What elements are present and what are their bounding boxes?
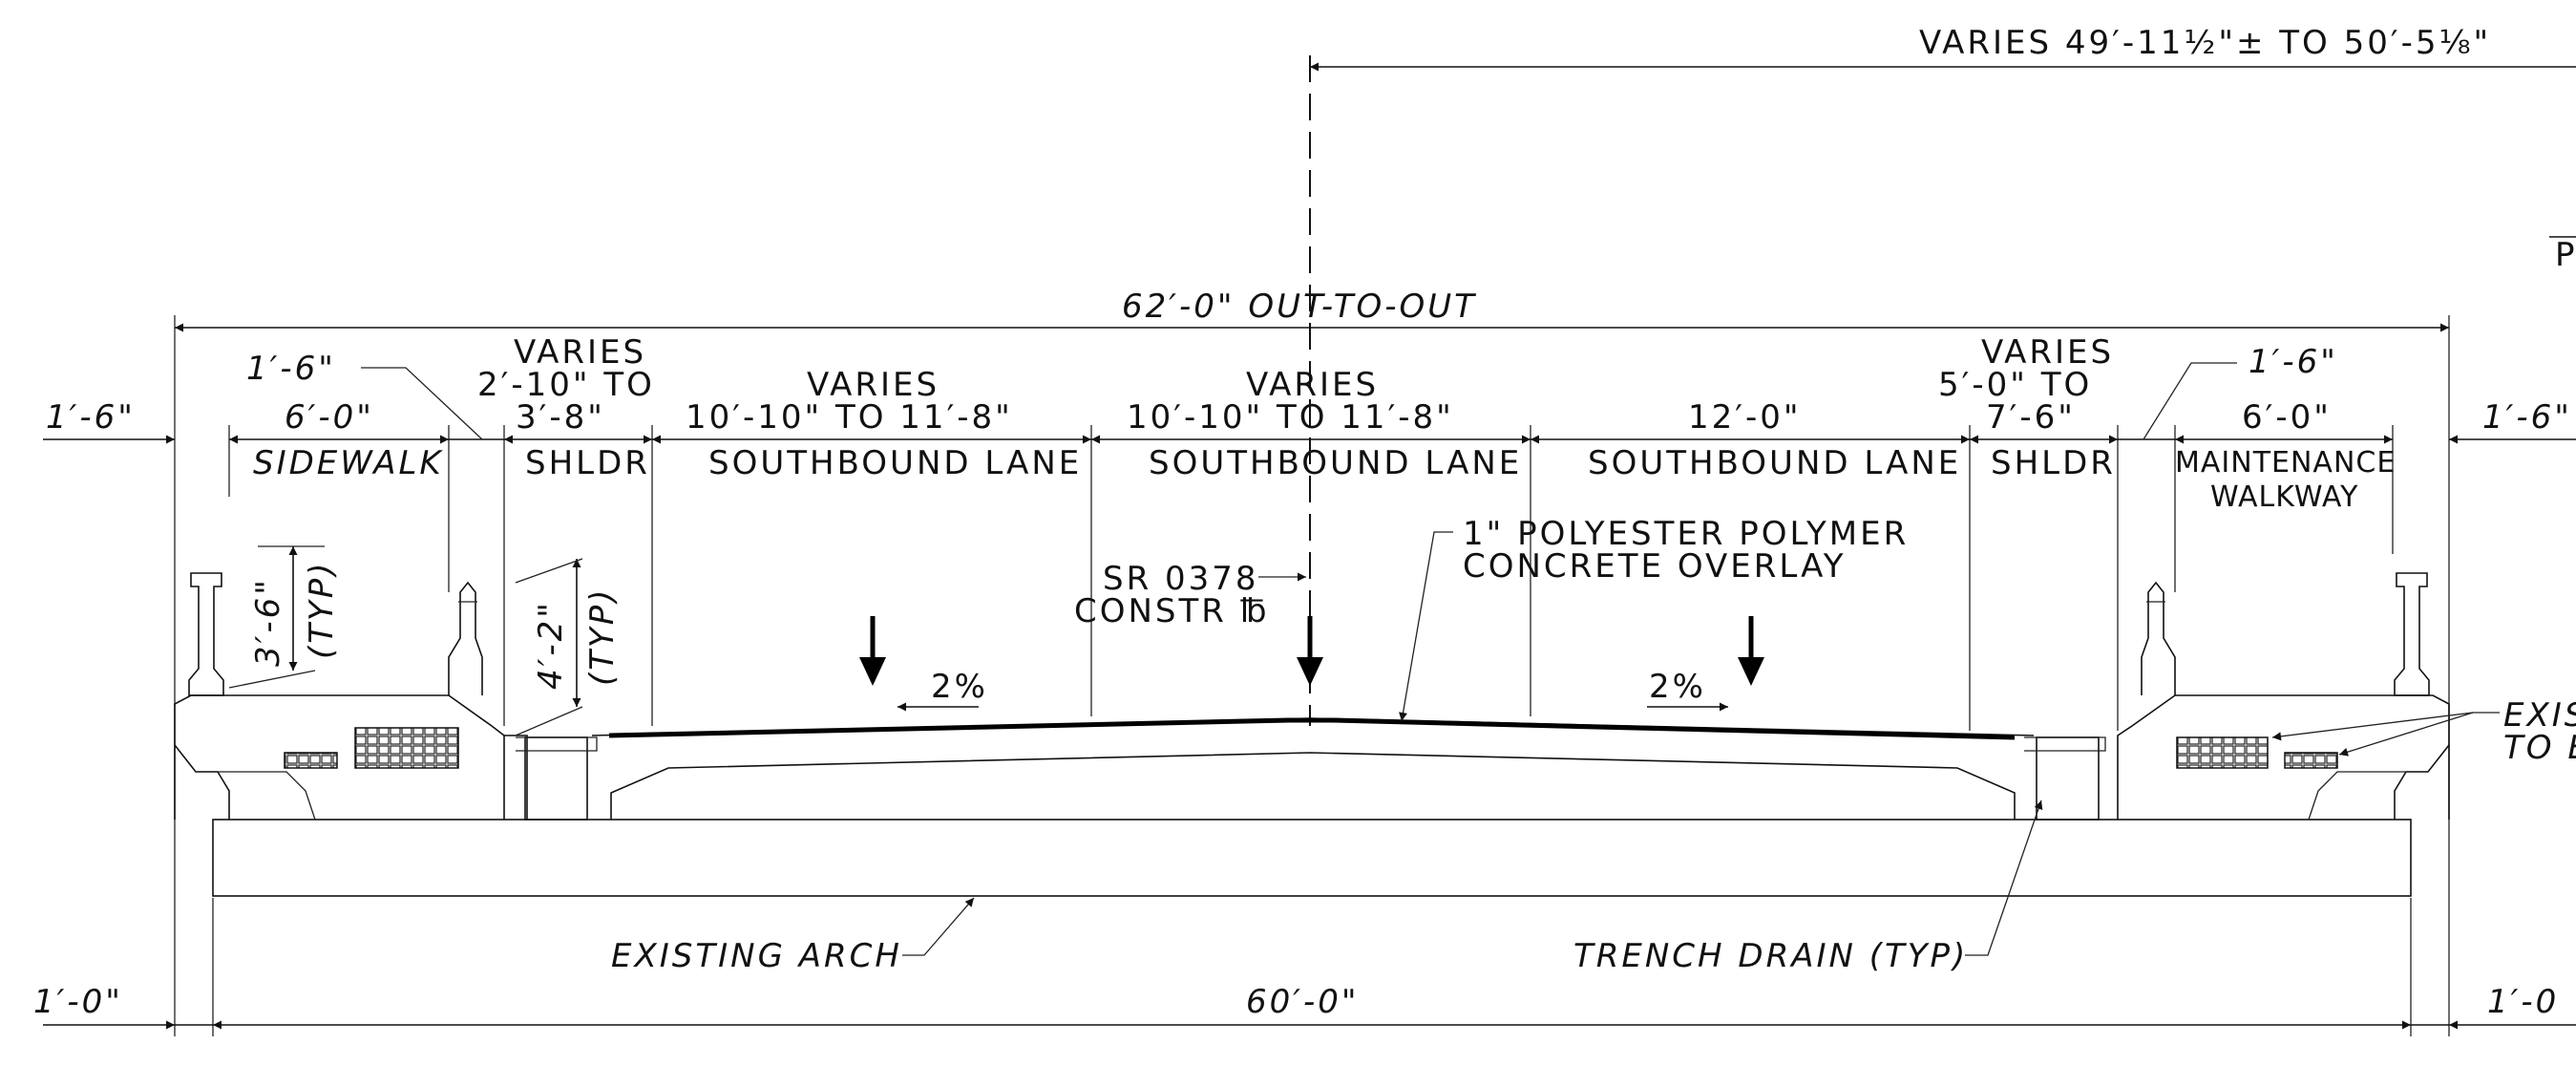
existing-arch-leader xyxy=(902,897,975,956)
sr-route-label: SR 0378 xyxy=(1103,560,1259,598)
slope-right-label: 2% xyxy=(1649,668,1706,706)
walkway-label-2: WALKWAY xyxy=(2210,480,2358,514)
shldr-left-range2: 3′-8" xyxy=(516,398,605,437)
bridge-deck xyxy=(174,694,2450,897)
rail-height-typ: (TYP) xyxy=(303,560,341,659)
lane2-varies: VARIES xyxy=(1246,366,1379,404)
existing-right-leader-1 xyxy=(2271,712,2500,741)
lane3-label: SOUTHBOUND LANE xyxy=(1588,444,1961,482)
existing-right-label-2: TO E xyxy=(2503,729,2576,767)
lane3-width: 12′-0" xyxy=(1688,398,1802,437)
arch-width-label: 60′-0" xyxy=(1246,983,1360,1021)
sidewalk-width-label: 6′-0" xyxy=(285,398,374,437)
right-railing xyxy=(2141,572,2430,696)
right-cut-label: P xyxy=(2555,236,2576,274)
existing-right-label-1: EXIS xyxy=(2503,696,2576,735)
sidewalk-label: SIDEWALK xyxy=(253,444,444,482)
existing-arch-label: EXISTING ARCH xyxy=(611,937,902,975)
shldr-right-range1: 5′-0" TO xyxy=(1938,366,2092,404)
rail-height-label: 3′-6" xyxy=(249,577,287,667)
shldr-left-range1: 2′-10" TO xyxy=(477,366,655,404)
left-rail-leader xyxy=(361,367,483,440)
out-to-out-label: 62′-0" OUT-TO-OUT xyxy=(1122,288,1477,326)
right-rail-dim-label: 1′-6" xyxy=(2249,343,2338,381)
lane1-label: SOUTHBOUND LANE xyxy=(708,444,1082,482)
lane1-range: 10′-10" TO 11′-8" xyxy=(686,398,1013,437)
shldr-right-label: SHLDR xyxy=(1991,444,2116,482)
shldr-left-varies: VARIES xyxy=(514,333,646,372)
trench-drain-label: TRENCH DRAIN (TYP) xyxy=(1573,937,1968,975)
walkway-width-label: 6′-0" xyxy=(2242,398,2332,437)
right-bottom-dim-label: 1′-0 xyxy=(2487,983,2559,1021)
load-arrows xyxy=(859,616,1764,686)
polymer-overlay xyxy=(608,717,2016,740)
left-railing xyxy=(188,572,483,696)
trench-drain-leader xyxy=(1965,800,2043,956)
shldr-left-label: SHLDR xyxy=(525,444,650,482)
barrier-height-typ: (TYP) xyxy=(583,586,622,686)
overlay-label-2: CONCRETE OVERLAY xyxy=(1463,547,1846,586)
left-rail-dim-label: 1′-6" xyxy=(246,350,336,388)
overlay-leader xyxy=(1399,531,1453,722)
left-bottom-dim-label: 1′-0" xyxy=(33,983,123,1021)
shldr-right-range2: 7′-6" xyxy=(1986,398,2076,437)
top-dimension-label: VARIES 49′-11½"± TO 50′-5⅛" xyxy=(1919,24,2491,62)
shldr-right-varies: VARIES xyxy=(1981,333,2114,372)
left-edge-dim-label: 1′-6" xyxy=(46,398,136,437)
overlay-label-1: 1" POLYESTER POLYMER xyxy=(1463,515,1909,553)
existing-right-leader-2 xyxy=(2338,712,2474,757)
lane2-range: 10′-10" TO 11′-8" xyxy=(1127,398,1454,437)
barrier-height-label: 4′-2" xyxy=(532,600,570,690)
slope-left-label: 2% xyxy=(931,668,988,706)
walkway-label-1: MAINTENANCE xyxy=(2175,446,2396,480)
lane1-varies: VARIES xyxy=(807,366,940,404)
right-edge-dim-label: 1′-6" xyxy=(2482,398,2572,437)
right-rail-leader xyxy=(2143,362,2237,440)
constr-cl-label: CONSTR ℔ xyxy=(1074,592,1270,630)
lane2-label: SOUTHBOUND LANE xyxy=(1149,444,1522,482)
